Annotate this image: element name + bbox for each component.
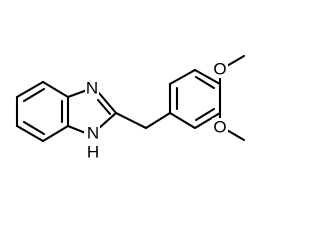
bond <box>97 91 118 115</box>
aromatic-inner-bond <box>22 120 46 136</box>
bond <box>15 80 45 99</box>
upper-oxygen-label: O <box>213 60 226 79</box>
imine-nitrogen-label: N <box>86 79 98 98</box>
double-bond-inner <box>96 98 112 116</box>
aromatic-inner-bond <box>194 107 216 122</box>
dimethoxyphenyl-ring <box>168 68 222 130</box>
bond <box>41 80 70 99</box>
amine-nitrogen-label: N <box>87 124 99 143</box>
bond <box>168 111 197 130</box>
amine-hydrogen-label: H <box>87 143 99 162</box>
chemical-structure-drawing: N N H O O <box>15 54 246 162</box>
bond <box>15 124 45 143</box>
label-mask <box>84 124 100 142</box>
bond <box>168 68 197 86</box>
bond <box>96 111 118 131</box>
label-mask <box>85 79 99 97</box>
methylene-bond <box>114 111 148 130</box>
bond <box>41 124 70 143</box>
methylene-bond <box>144 111 172 130</box>
lower-oxygen-label: O <box>213 118 226 137</box>
bond <box>193 68 222 86</box>
bond <box>193 111 222 130</box>
aromatic-inner-bond <box>194 75 216 90</box>
imidazole-ring <box>66 87 118 136</box>
benzo-ring <box>15 80 70 143</box>
label-mask <box>212 118 228 136</box>
aromatic-inner-bond <box>22 87 46 103</box>
label-mask <box>212 60 228 78</box>
